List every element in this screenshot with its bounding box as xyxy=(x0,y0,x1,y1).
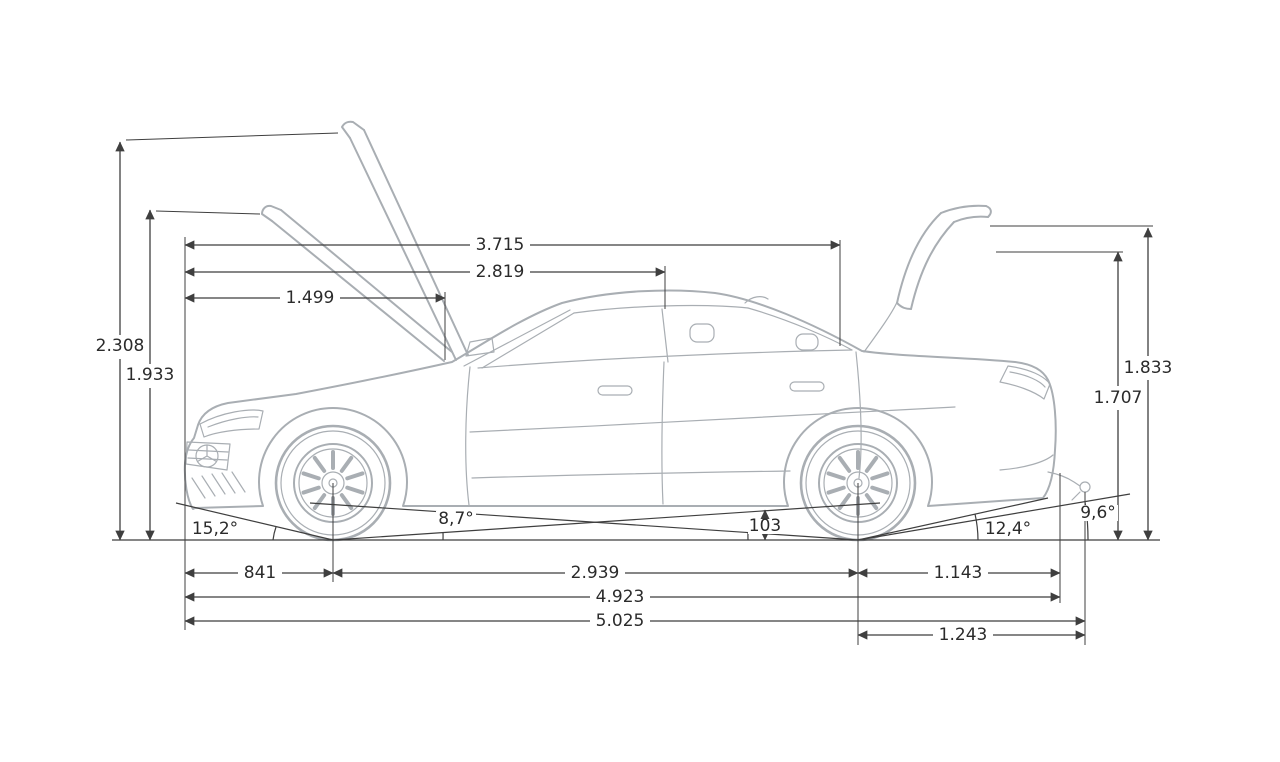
dim-label-rear-overhang: 1.143 xyxy=(934,563,983,583)
taillight xyxy=(999,365,1051,400)
departure-angle-line xyxy=(857,497,1049,541)
lower-crease-line xyxy=(471,470,791,479)
rear-bumper-crease xyxy=(999,454,1054,471)
dim-overall-length: 4.923 xyxy=(184,587,1061,607)
brand-star-icon xyxy=(196,444,218,463)
dim-label-height-hood-open-inner: 1.933 xyxy=(126,365,175,385)
car-illustration xyxy=(183,120,1091,540)
dim-rear-overhang-with-hitch: 1.243 xyxy=(857,625,1086,645)
headlight-inner-line xyxy=(207,416,259,428)
dim-front-to-b-pillar: 2.819 xyxy=(184,262,666,282)
dim-label-rear-overhang-with-hitch: 1.243 xyxy=(939,625,988,645)
label-departure-angle: 12,4° xyxy=(985,519,1031,539)
glass-beltline xyxy=(477,349,853,369)
label-ramp-breakover-angle: 8,7° xyxy=(438,509,474,529)
dim-label-overall-length-with-hitch: 5.025 xyxy=(596,611,645,631)
dim-label-front-to-windshield-base: 1.499 xyxy=(286,288,335,308)
open-hood xyxy=(261,120,469,362)
front-intake-hatch xyxy=(191,471,246,499)
side-mirror xyxy=(465,337,495,357)
tow-hitch xyxy=(1047,471,1081,501)
ramp-line-front xyxy=(332,502,881,541)
label-approach-angle: 15,2° xyxy=(192,519,238,539)
trunk-hinge-seam xyxy=(863,299,899,353)
label-departure-angle-with-hitch: 9,6° xyxy=(1080,503,1116,523)
rear-door-handle xyxy=(789,381,825,392)
dim-wheelbase: 2.939 xyxy=(332,563,859,583)
approach-angle-line xyxy=(175,502,334,541)
body-crease-line xyxy=(469,406,956,433)
roof-inner-line xyxy=(573,304,749,314)
dimensions: 2.308 1.933 3.715 2.819 1.499 1.833 xyxy=(96,141,1173,645)
open-trunk-lid xyxy=(896,204,992,310)
dim-rear-overhang: 1.143 xyxy=(857,563,1061,583)
a-pillar-inner xyxy=(481,312,575,369)
dim-label-height-trunk-open: 1.833 xyxy=(1124,358,1173,378)
front-headrest xyxy=(689,323,715,343)
dim-height-trunk-open: 1.833 xyxy=(1124,227,1173,541)
dim-label-front-overhang: 841 xyxy=(244,563,276,583)
dim-overall-length-with-hitch: 5.025 xyxy=(184,611,1086,631)
dim-height-trunk-open-inner: 1.707 xyxy=(1094,251,1143,541)
dim-label-wheelbase: 2.939 xyxy=(571,563,620,583)
dim-label-height-hood-open: 2.308 xyxy=(96,336,145,356)
dim-label-ground-clearance: 103 xyxy=(749,516,781,536)
departure-angle-arc xyxy=(974,513,979,541)
approach-angle-arc xyxy=(272,526,277,541)
front-door-handle xyxy=(597,385,633,396)
car-body-outline xyxy=(183,289,1057,510)
dim-ground-clearance: 103 xyxy=(748,509,782,541)
rear-door-seam xyxy=(855,351,862,479)
dim-front-to-rear-door-end: 3.715 xyxy=(184,235,841,255)
dim-label-height-trunk-open-inner: 1.707 xyxy=(1094,388,1143,408)
c-pillar-inner xyxy=(747,307,853,351)
tow-hitch-ball xyxy=(1079,481,1091,493)
door-divider-seam xyxy=(661,361,665,505)
dim-label-front-to-b-pillar: 2.819 xyxy=(476,262,525,282)
rear-headrest xyxy=(795,333,819,351)
roof-antenna-fin xyxy=(744,296,769,304)
dim-height-hood-open-inner: 1.933 xyxy=(126,209,175,541)
dim-height-hood-open: 2.308 xyxy=(96,141,145,541)
taillight-inner-line xyxy=(1009,371,1046,388)
grille-bars xyxy=(187,449,229,461)
dim-label-front-to-rear-door-end: 3.715 xyxy=(476,235,525,255)
b-pillar xyxy=(661,308,669,363)
dim-front-overhang: 841 xyxy=(184,563,334,583)
headlight xyxy=(199,409,264,438)
angle-labels: 15,2° 8,7° 12,4° 9,6° xyxy=(192,503,1118,539)
dim-front-to-windshield-base: 1.499 xyxy=(184,288,446,308)
windshield-line xyxy=(463,309,571,367)
dim-label-overall-length: 4.923 xyxy=(596,587,645,607)
front-door-seam xyxy=(465,366,471,506)
grille xyxy=(185,441,231,471)
